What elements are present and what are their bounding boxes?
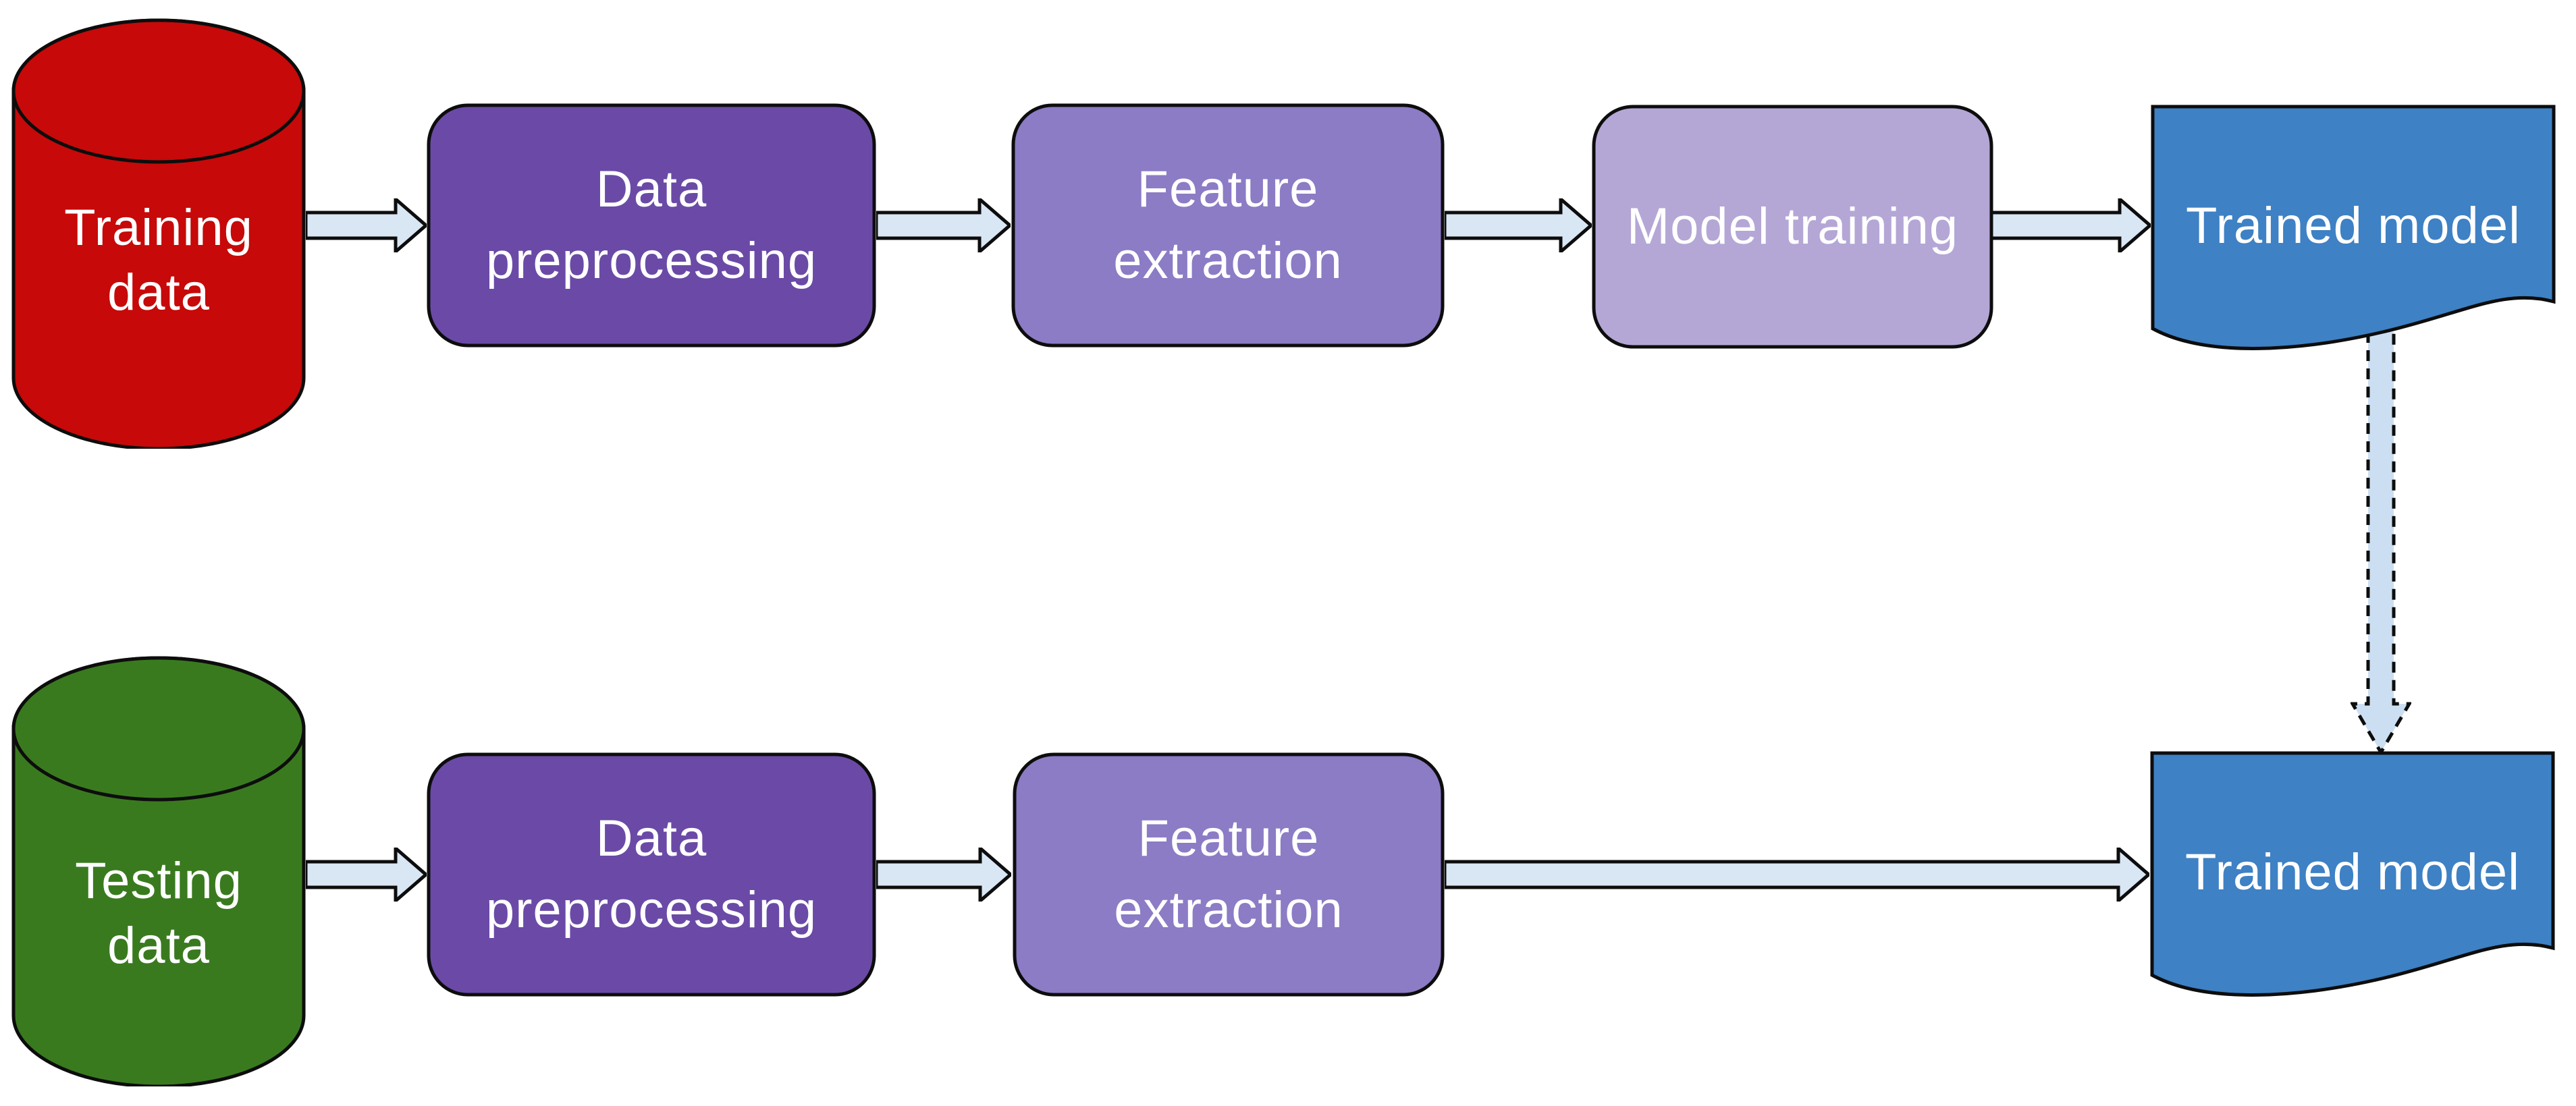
step-box-feature-extraction-bottom (1013, 752, 1445, 997)
right-block-arrow-icon (1991, 198, 2151, 252)
right-block-arrow-icon (876, 848, 1011, 902)
step-box-feature-extraction-top (1011, 103, 1445, 348)
arrow-testing-to-preprocessing (306, 848, 427, 902)
cylinder-top (11, 18, 306, 164)
database-cylinder-icon (11, 656, 306, 1086)
rounded-box-shape (1013, 752, 1445, 997)
testing-data-cylinder (10, 648, 307, 1086)
rounded-box-shape (1011, 103, 1445, 348)
step-box-model-training (1592, 105, 1993, 349)
arrow-preprocessing-to-feature-bottom (876, 848, 1011, 902)
step-box-data-preprocessing-top (427, 103, 876, 348)
arrow-feature-to-trained-model (1445, 848, 2149, 902)
right-block-arrow-icon (306, 198, 427, 252)
document-wave-icon (2150, 751, 2555, 997)
arrow-feature-to-model-training (1445, 198, 1592, 252)
document-wave-icon (2151, 105, 2556, 350)
down-dashed-block-arrow-icon (2351, 332, 2411, 754)
training-data-cylinder (10, 10, 307, 449)
rounded-box-shape (1592, 105, 1993, 349)
right-block-arrow-icon (1445, 848, 2149, 902)
right-block-arrow-icon (306, 848, 427, 902)
cylinder-top (11, 656, 306, 802)
arrow-trained-model-transfer-dashed (2351, 332, 2411, 754)
right-block-arrow-icon (1445, 198, 1592, 252)
trained-model-document-bottom (2150, 751, 2555, 1028)
arrow-preprocessing-to-feature-top (876, 198, 1011, 252)
step-box-data-preprocessing-bottom (427, 752, 876, 997)
arrow-training-to-preprocessing (306, 198, 427, 252)
arrow-model-training-to-trained-model (1991, 198, 2151, 252)
right-block-arrow-icon (876, 198, 1011, 252)
rounded-box-shape (427, 752, 876, 997)
trained-model-document-top (2151, 105, 2556, 381)
database-cylinder-icon (11, 18, 306, 449)
rounded-box-shape (427, 103, 876, 348)
